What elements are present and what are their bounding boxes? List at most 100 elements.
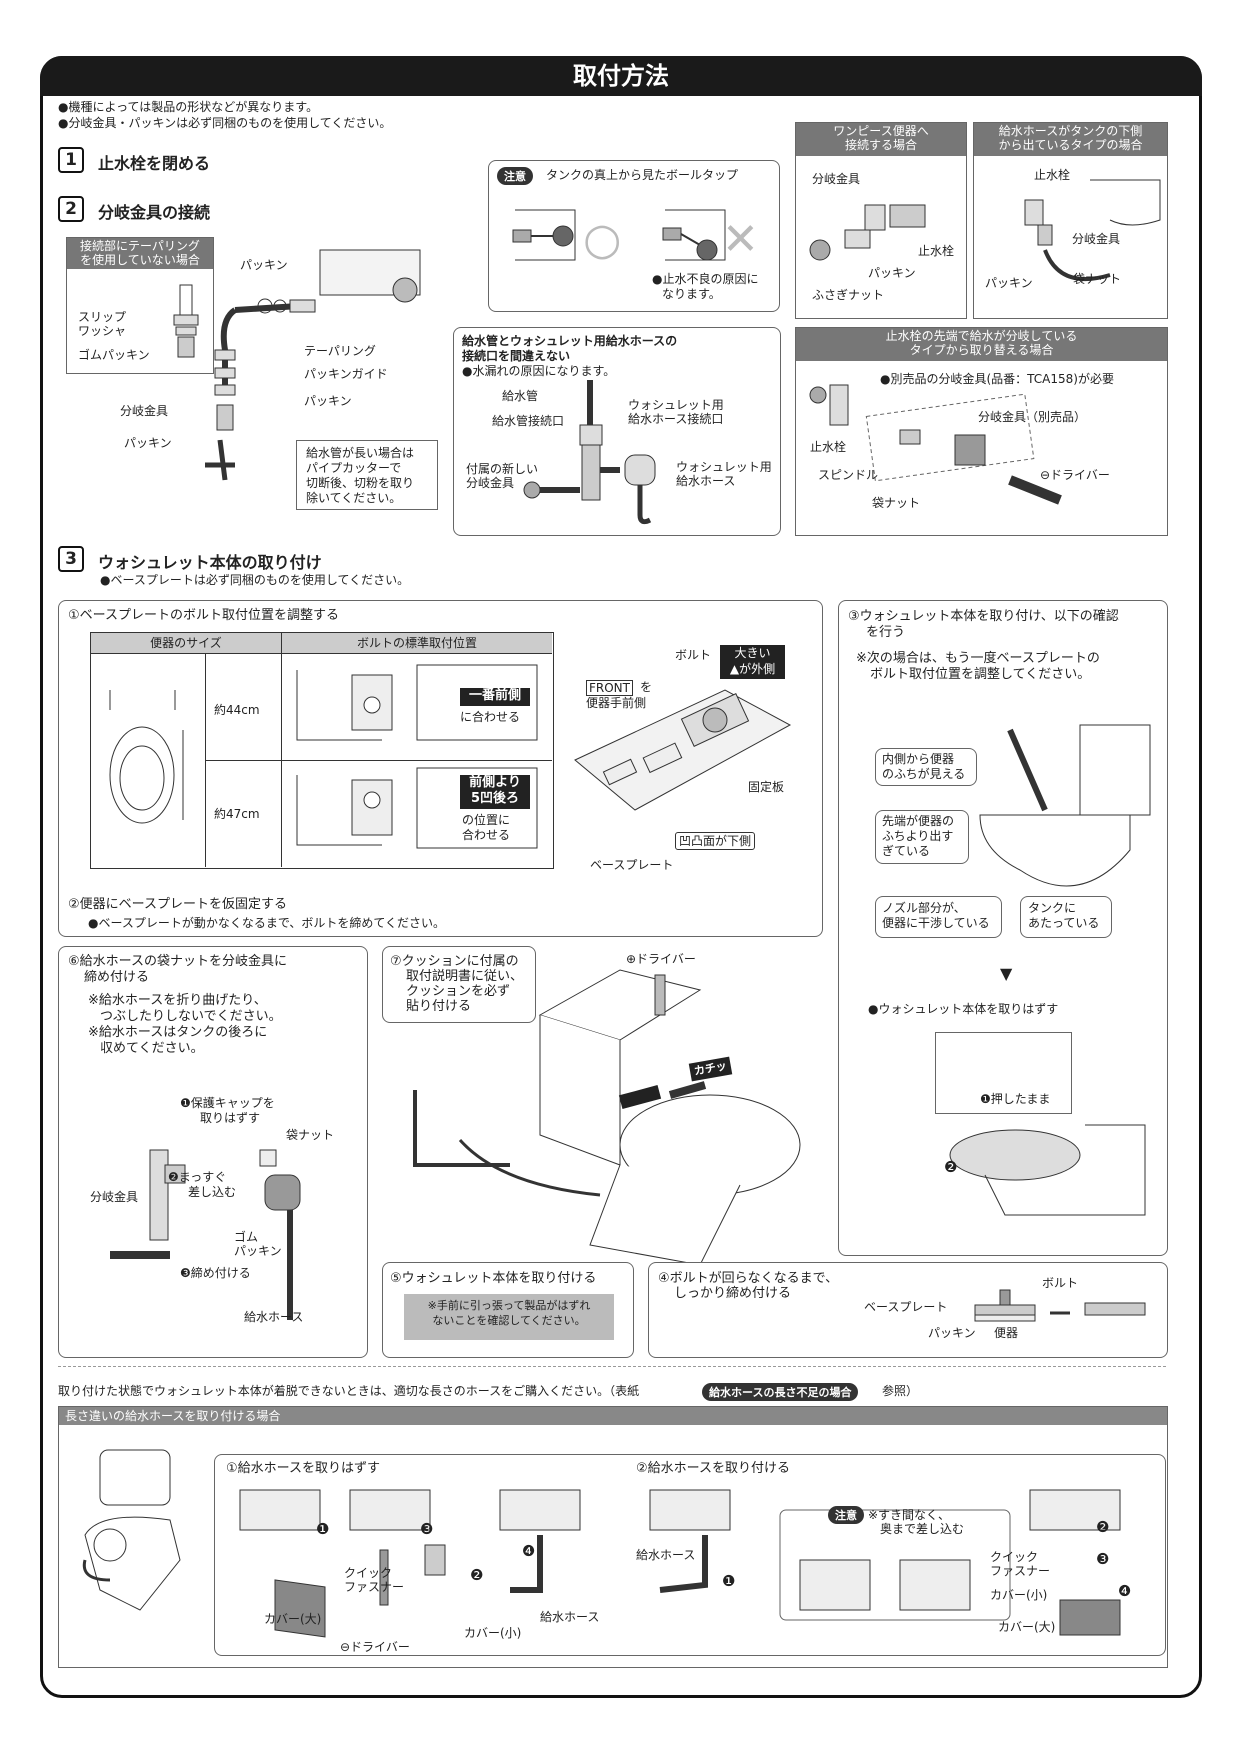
onepiece-label-branch: 分岐金具 xyxy=(812,172,861,186)
r1-title: ①給水ホースを取りはずす xyxy=(226,1461,381,1476)
check-tank xyxy=(1020,896,1112,938)
s5-title: ⑤ウォシュレット本体を取り付ける xyxy=(390,1271,597,1286)
table-header-position: ボルトの標準取付位置 xyxy=(282,633,552,653)
caution-ok-mark: ○ xyxy=(583,214,622,265)
step3-title: ウォシュレット本体の取り付け xyxy=(98,553,322,572)
under-label-valve: 止水栓 xyxy=(1034,168,1071,182)
onepiece-header: ワンピース便器へ 接続する場合 xyxy=(796,123,966,156)
under-label-branch: 分岐金具 xyxy=(1072,232,1121,246)
s2-note: ●ベースプレートが動かなくなるまで、ボルトを締めてください。 xyxy=(88,916,446,930)
check-nozzle xyxy=(875,896,1002,938)
plate-label-base: ベースプレート xyxy=(590,858,674,872)
warn-sub: ●水漏れの原因になります。 xyxy=(462,364,616,378)
r1-step-2: ❷ xyxy=(470,1566,484,1584)
caution-ng-note-2: なります。 xyxy=(662,287,721,301)
toilet-overview-illustration xyxy=(82,1449,181,1611)
r2-note-2: 奥まで差し込む xyxy=(880,1522,965,1536)
bolt-position-table xyxy=(90,632,554,869)
bottom-note-tag: 給水ホースの長さ不足の場合 xyxy=(702,1383,859,1401)
plate-label-big: 大きい xyxy=(734,646,771,660)
check-4a: タンクに xyxy=(1028,901,1077,915)
s4-title-2: しっかり締め付ける xyxy=(674,1286,792,1301)
caution-ng-mark: ✕ xyxy=(722,214,759,265)
warn-label-new-1: 付属の新しい xyxy=(466,462,539,476)
label-packing-guide: パッキンガイド xyxy=(304,367,388,381)
check-tip-over xyxy=(875,810,969,864)
label-taper-ring: テーパリング xyxy=(304,344,376,358)
r1-label-hose: 給水ホース xyxy=(540,1610,600,1624)
s4-label-packing: パッキン xyxy=(928,1326,976,1340)
step2-title: 分岐金具の接続 xyxy=(98,203,211,222)
warn-label-supply-pipe: 給水管 xyxy=(502,389,539,403)
taper-ring-inset-header: 接続部にテーパリング を使用していない場合 xyxy=(67,238,213,269)
s6-label-straight-2: 差し込む xyxy=(188,1185,237,1199)
s6-label-cap-nut: 袋ナット xyxy=(286,1128,335,1142)
check-2c: ぎている xyxy=(882,844,931,858)
s3-title-2: を行う xyxy=(866,625,906,640)
page-title: 取付方法 xyxy=(40,56,1202,96)
warn-label-new-2: 分岐金具 xyxy=(466,476,515,490)
s6-note-2: つぶしたりしないでください。 xyxy=(100,1009,282,1024)
pipe-note-2: パイプカッターで xyxy=(306,461,402,475)
branch-note: ●別売品の分岐金具(品番：TCA158)が必要 xyxy=(880,372,1114,386)
s4-title-1: ④ボルトが回らなくなるまで、 xyxy=(658,1271,839,1286)
step3-sub: ●ベースプレートは必ず同梱のものを使用してください。 xyxy=(100,573,410,587)
label-branch-fitting: 分岐金具 xyxy=(120,404,169,418)
check-rim-visible xyxy=(875,748,977,786)
plate-label-big2: ▲が外側 xyxy=(729,662,776,676)
onepiece-label-packing: パッキン xyxy=(868,266,916,280)
plate-label-front: FRONT xyxy=(586,680,633,696)
caution-tag: 注意 xyxy=(497,167,533,185)
hose-nut-illustration xyxy=(110,1149,301,1320)
s3-remove: ●ウォシュレット本体を取りはずす xyxy=(868,1002,1059,1016)
branch-label-fitting: 分岐金具（別売品） xyxy=(978,410,1087,424)
s6-label-tighten: ❸締め付ける xyxy=(180,1266,251,1280)
label-packing-2: パッキン xyxy=(304,394,352,408)
r2-step-3: ❸ xyxy=(1096,1550,1110,1568)
check-1b: のふちが見える xyxy=(882,767,966,781)
warn-label-washlet-1: ウォシュレット用 xyxy=(628,398,724,412)
check-2a: 先端が便器の xyxy=(882,814,955,828)
bolt-tighten-illustration xyxy=(974,1289,1146,1322)
branch-label-valve: 止水栓 xyxy=(810,440,847,454)
onepiece-label-cap-nut: ふさぎナット xyxy=(812,288,885,302)
attach-hose-illustration xyxy=(649,1489,1121,1636)
warn-title-1: 給水管とウォシュレット用給水ホースの xyxy=(462,334,678,348)
inset-title-line-2: を使用していない場合 xyxy=(80,253,200,267)
size-47: 約47cm xyxy=(214,807,260,821)
warn-label-washlet-2: 給水ホース接続口 xyxy=(628,412,724,426)
s7-title-1: ⑦クッションに付属の xyxy=(390,954,519,969)
plate-label-front2: を xyxy=(640,680,653,694)
r2-step-2: ❷ xyxy=(1096,1518,1110,1536)
under-title-1: 給水ホースがタンクの下側 xyxy=(998,124,1143,138)
toilet-install-illustration xyxy=(413,969,801,1266)
r2-label-cover-big: カバー(大) xyxy=(998,1620,1056,1634)
r1-step-4: ❹ xyxy=(522,1542,536,1560)
step1-number: 1 xyxy=(58,147,84,173)
s6-title-2: 締め付ける xyxy=(84,970,150,985)
inset-label-rubber: ゴムパッキン xyxy=(78,348,150,362)
warn-title-2: 接続口を間違えない xyxy=(462,349,571,363)
s6-label-branch: 分岐金具 xyxy=(90,1190,139,1204)
s6-note-4: 収めてください。 xyxy=(100,1041,204,1056)
branch-label-cap-nut: 袋ナット xyxy=(872,496,921,510)
s6-label-rubber-2: パッキン xyxy=(234,1244,282,1258)
pipe-note-4: 除いてください。 xyxy=(306,491,402,505)
branch-replace-box xyxy=(795,327,1168,536)
s2-title: ②便器にベースプレートを仮固定する xyxy=(68,897,288,912)
seat-remove-illustration xyxy=(949,1124,1146,1216)
base-plate-illustration xyxy=(574,689,792,811)
branch-title-2: タイプから取り替える場合 xyxy=(909,343,1054,357)
check-2b: ふちより出す xyxy=(882,829,954,843)
bottom-note-post: 参照） xyxy=(882,1384,919,1398)
bolt-tighten-box xyxy=(648,1262,1168,1358)
s5-note-1: ※手前に引っ張って製品がはずれ xyxy=(427,1299,591,1312)
s3-press: ❶押したまま xyxy=(980,1092,1051,1106)
check-1a: 内側から便器 xyxy=(882,752,955,766)
bottom-note-pre: 取り付けた状態でウォシュレット本体が着脱できないときは、適切な長さのホースをご購… xyxy=(58,1384,640,1398)
caution-title: タンクの真上から見たボールタップ xyxy=(546,168,739,182)
r1-label-driver: ⊖ドライバー xyxy=(340,1640,410,1654)
label-packing-1: パッキン xyxy=(240,258,288,272)
inset-label-slip: スリップ xyxy=(78,310,127,324)
branch-replace-header: 止水栓の先端で給水が分岐している タイプから取り替える場合 xyxy=(796,328,1167,361)
